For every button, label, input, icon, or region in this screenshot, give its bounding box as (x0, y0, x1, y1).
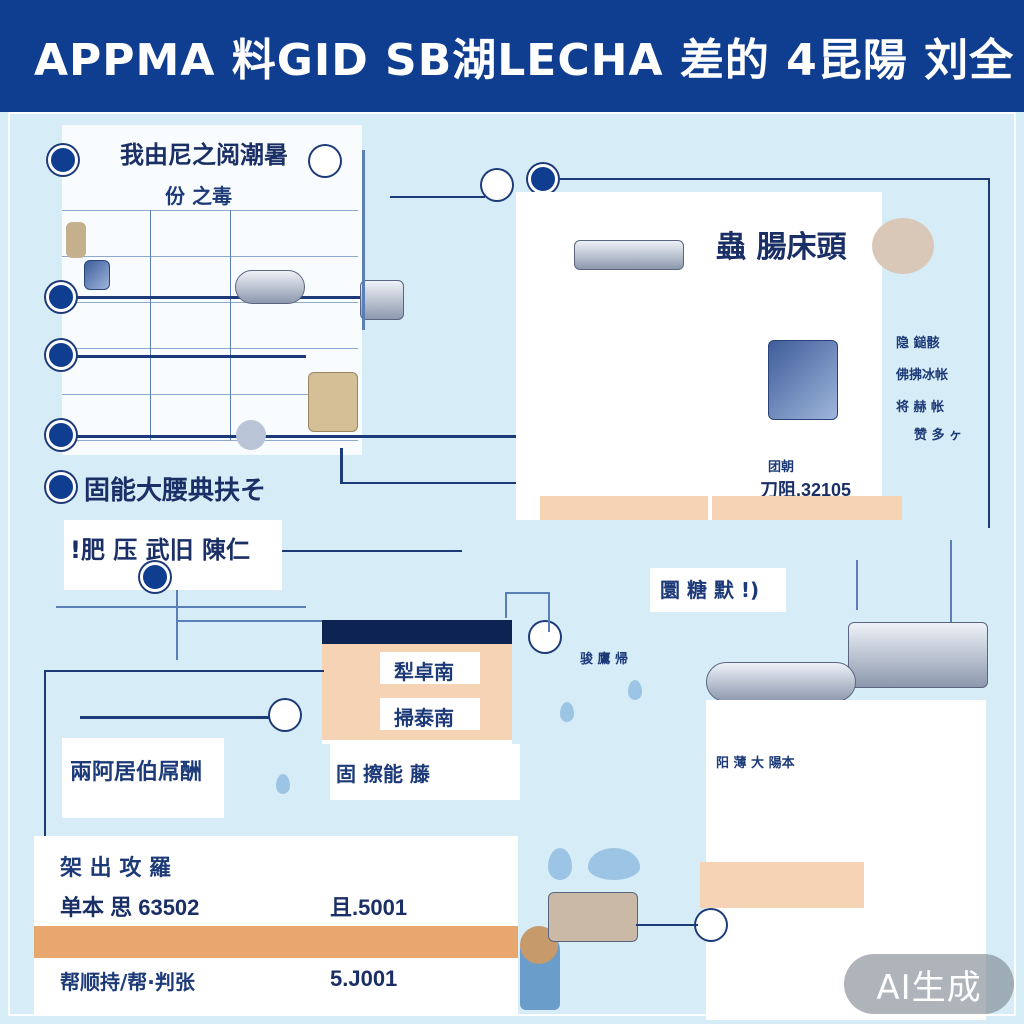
left-mid-panel (64, 520, 282, 590)
connector-line (44, 670, 324, 672)
bottom-band (34, 926, 518, 958)
center-header-bar (322, 620, 512, 644)
cabinet-icon (360, 280, 404, 320)
left-top-table (62, 210, 358, 441)
connector-line (988, 178, 990, 528)
device-icon (235, 270, 305, 304)
connector-line (636, 924, 698, 926)
timeline-node (46, 420, 76, 450)
connector-line (856, 560, 858, 610)
jar-icon (66, 222, 86, 258)
connector-line (505, 592, 550, 594)
node-icon (270, 700, 300, 730)
right-panel-list-item: 赞 多 ヶ (914, 428, 963, 443)
timeline-connector (76, 355, 306, 358)
right-bottom-band (700, 862, 864, 908)
table-divider (150, 210, 151, 440)
connector-line (560, 178, 990, 180)
right-panel-value-label: 团朝 (768, 460, 795, 475)
right-panel-list-item: 隐 鎚骸 (896, 336, 940, 351)
node-icon (48, 145, 78, 175)
connector-line (362, 150, 365, 330)
node-icon (310, 146, 340, 176)
right-panel-list-item: 佛拂冰帐 (896, 368, 949, 383)
connector-line (340, 448, 343, 484)
pill (380, 652, 480, 684)
pill-label: 犁卓南 (394, 660, 454, 684)
right-mid-chip (650, 568, 786, 612)
server-icon (768, 340, 838, 420)
connector-line (548, 592, 550, 632)
box-icon (308, 372, 358, 432)
water-drop-icon (588, 848, 640, 880)
vehicle-icon (706, 662, 856, 702)
pill-label: 掃泰南 (394, 706, 454, 730)
node-icon (140, 562, 170, 592)
bottom-row-label: 架 出 攻 羅 (60, 856, 171, 881)
connector-line (282, 550, 462, 552)
page-title: APPMA 料GID SB湖LECHA 差的 4昆陽 刘全 (34, 35, 1015, 86)
cabinet-icon (548, 892, 638, 942)
left-mid-label: !肥 压 武旧 陳仁 (70, 536, 251, 564)
timeline-connector (76, 435, 516, 438)
left-mid-heading: 固能大腰典扶そ (84, 476, 267, 506)
right-panel-value: 刀阻.32105 (760, 480, 852, 500)
node-icon (528, 164, 558, 194)
center-bullet: 固 擦能 藤 (336, 762, 430, 786)
machine-icon (574, 240, 684, 270)
timeline-node (46, 282, 76, 312)
cube-icon (84, 260, 110, 290)
bottom-row-value: 且.5001 (330, 895, 408, 920)
timeline-connector (76, 296, 366, 299)
table-divider (230, 210, 231, 440)
ai-generated-badge: AI生成 (844, 954, 1014, 1014)
center-bullet-card (330, 744, 520, 800)
connector-line (56, 606, 306, 608)
bottom-row-label: 帮顺持/帮·判张 (60, 970, 195, 994)
right-panel-band (712, 496, 902, 520)
node-icon (696, 910, 726, 940)
lamp-icon (872, 218, 934, 274)
gear-icon (236, 420, 266, 450)
header-banner: APPMA 料GID SB湖LECHA 差的 4昆陽 刘全 (0, 0, 1024, 112)
right-mid-label: 圜 糖 默 !) (660, 578, 760, 602)
center-panel-band (540, 496, 708, 520)
left-top-title: 我由尼之阅潮暑 (120, 141, 288, 169)
pill (380, 698, 480, 730)
node-icon (530, 622, 560, 652)
connector-line (176, 590, 178, 660)
node-icon (482, 170, 512, 200)
connector-line (176, 620, 326, 622)
node-icon (46, 472, 76, 502)
connector-line (390, 196, 485, 198)
left-bottom-heading: 兩阿居伯屌酬 (70, 760, 203, 785)
connector-line (505, 592, 507, 618)
right-panel-title: 蟲 腸床頭 (716, 230, 847, 265)
bottom-row-value: 5.J001 (330, 966, 398, 991)
building-icon (848, 622, 988, 688)
left-bottom-card (62, 738, 224, 818)
timeline-node (46, 340, 76, 370)
connector-line (950, 540, 952, 630)
connector-line (340, 482, 520, 484)
right-mid-caption: 阳 薄 大 陽本 (716, 756, 795, 771)
center-right-label: 骏 鷹 帰 (580, 652, 629, 667)
water-drop-icon (548, 848, 572, 880)
water-drop-icon (628, 680, 642, 700)
left-top-subtitle: 份 之毒 (165, 184, 232, 208)
water-drop-icon (560, 702, 574, 722)
right-panel-list-item: 将 赫 帐 (896, 400, 945, 415)
connector-line (80, 716, 280, 719)
bottom-row-code: 单本 思 63502 (60, 895, 200, 920)
water-drop-icon (276, 774, 290, 794)
